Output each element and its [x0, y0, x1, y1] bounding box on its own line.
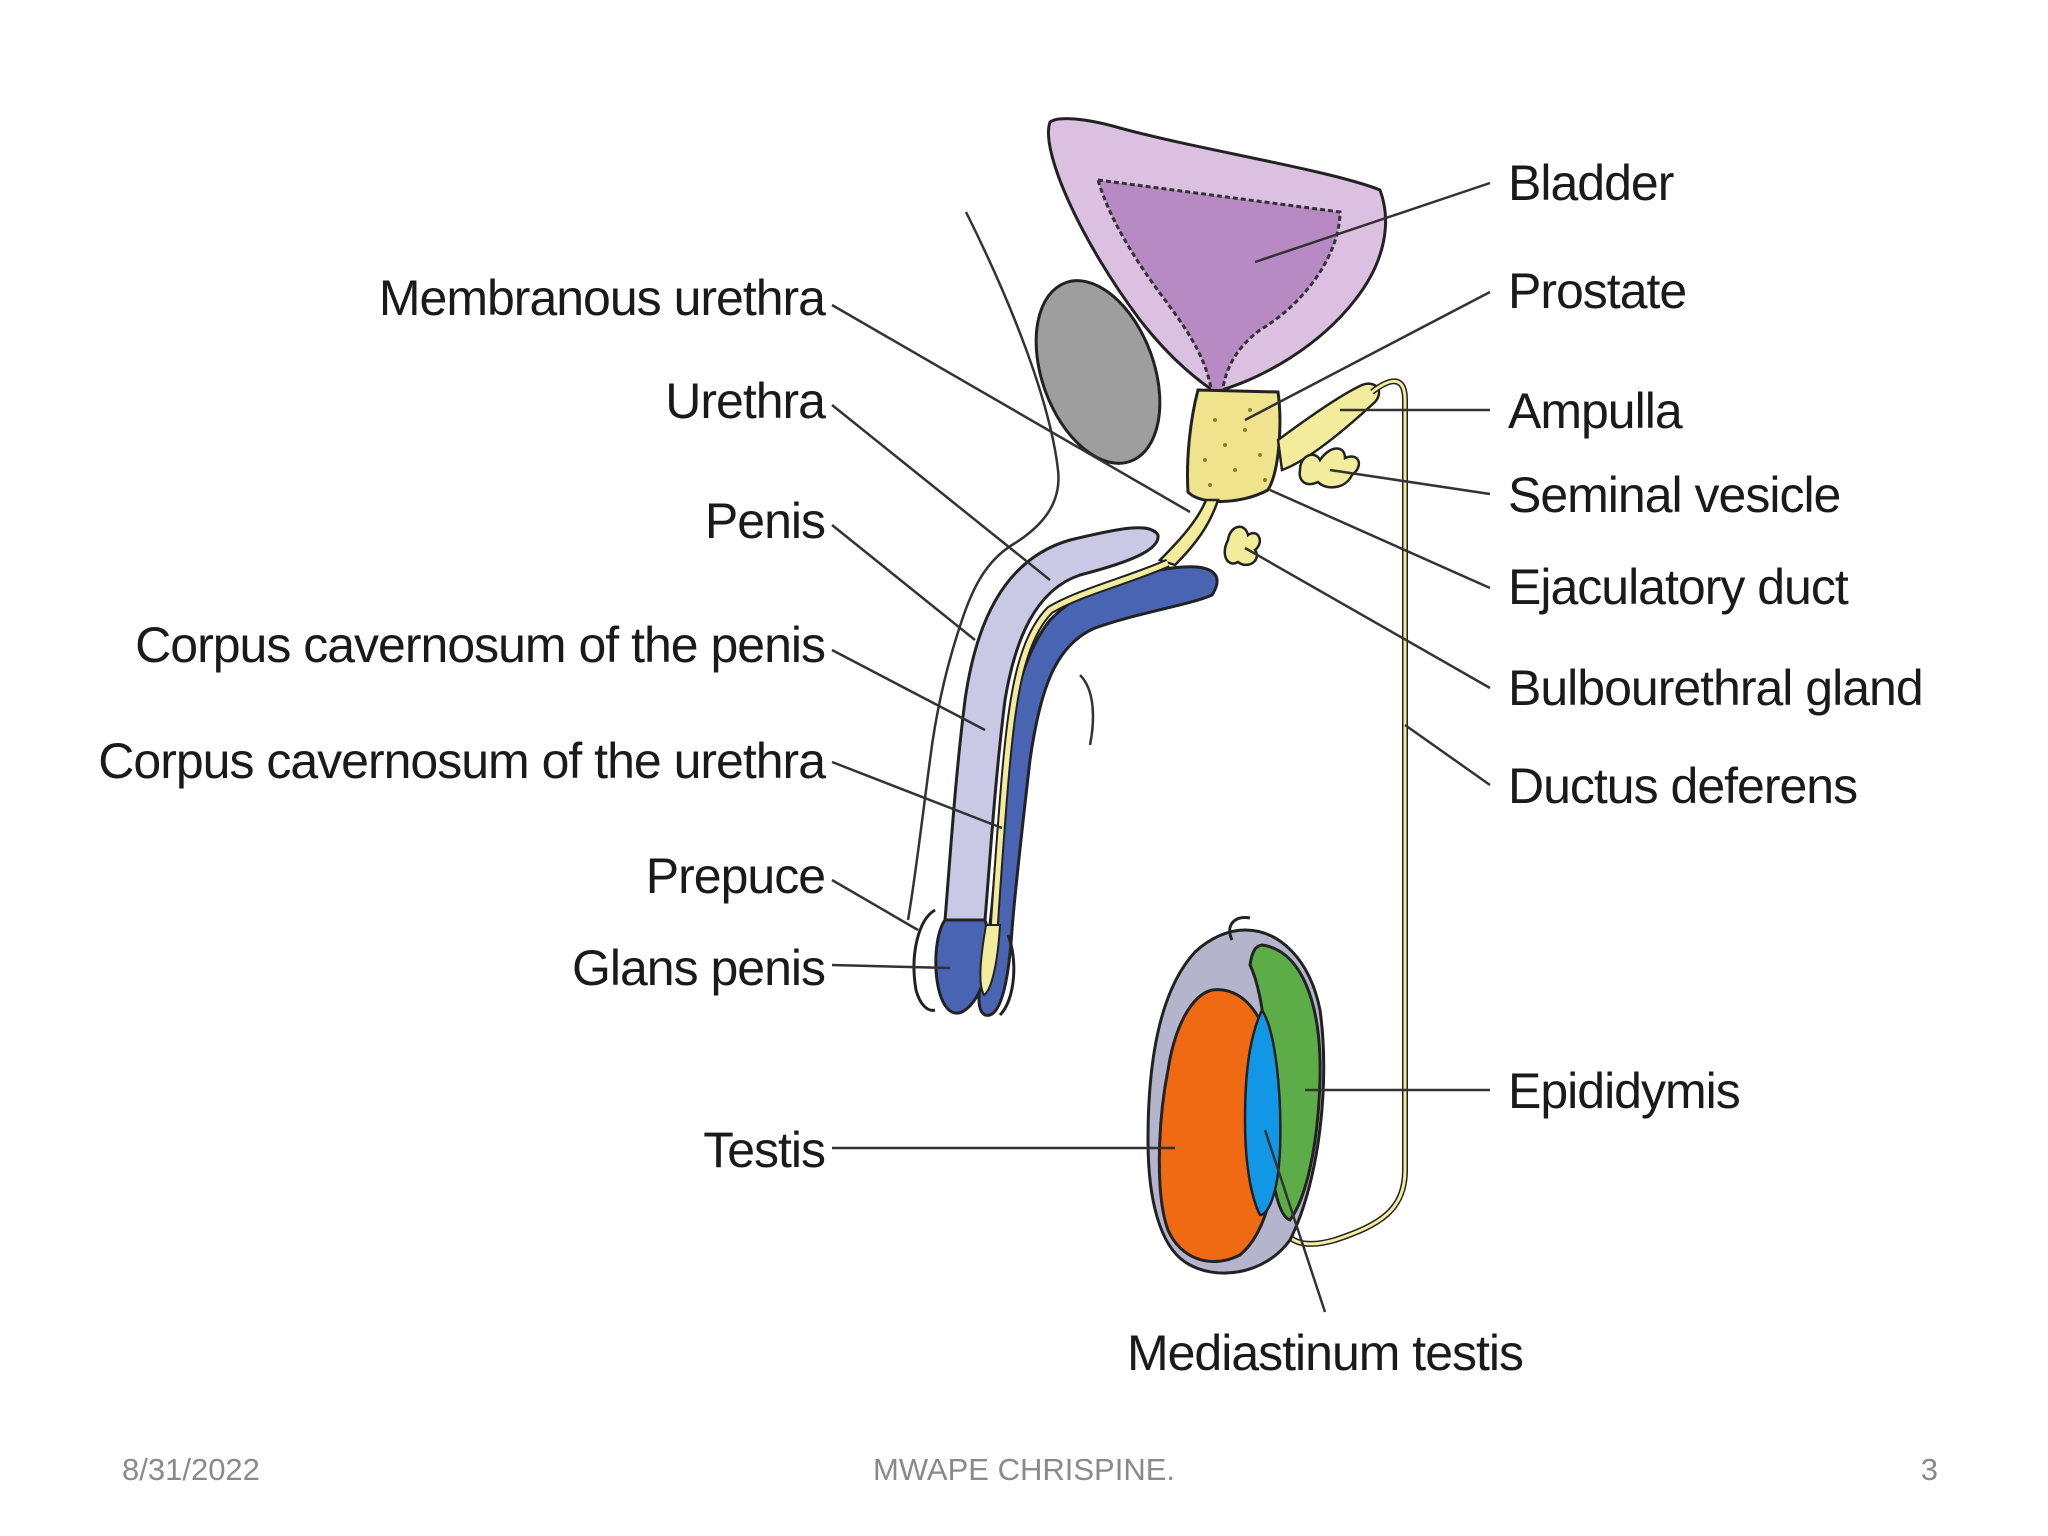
label-bladder: Bladder: [1508, 155, 1674, 211]
leader-penis: [831, 524, 976, 641]
label-ductus-deferens: Ductus deferens: [1508, 758, 1857, 814]
leader-seminal-vesicle: [1329, 468, 1491, 496]
leader-ejaculatory-duct: [1269, 488, 1491, 590]
prostate-texture: [1203, 408, 1267, 487]
leader-bladder: [1254, 181, 1491, 264]
leader-mediastinum-testis: [1263, 1129, 1327, 1313]
label-prostate: Prostate: [1508, 263, 1686, 319]
label-glans-penis: Glans penis: [572, 940, 825, 996]
label-membranous-urethra: Membranous urethra: [379, 270, 826, 326]
leader-bulbourethral-gland: [1244, 546, 1491, 690]
leader-glans-penis: [831, 963, 951, 970]
scrotal-contour: [1079, 674, 1095, 746]
epididymis-shape: [1248, 943, 1322, 1222]
ductus-deferens-fill: [1278, 379, 1407, 1246]
mediastinum-testis-shape: [1243, 1007, 1282, 1217]
footer-date: 8/31/2022: [122, 1452, 260, 1487]
label-urethra: Urethra: [665, 373, 826, 429]
bulbourethral-gland: [1223, 525, 1262, 567]
body-contour: [906, 211, 1060, 921]
leader-prepuce: [831, 878, 919, 932]
label-corpus-cavernosum-urethra: Corpus cavernosum of the urethra: [98, 733, 826, 789]
spermatic-cord-top: [1228, 915, 1251, 941]
seminal-vesicle: [1298, 447, 1361, 489]
footer-author: MWAPE CHRISPINE.: [873, 1452, 1175, 1487]
leader-corpus-cavernosum-penis: [831, 648, 986, 732]
label-testis: Testis: [703, 1122, 825, 1178]
label-seminal-vesicle: Seminal vesicle: [1508, 467, 1840, 523]
footer-page-number: 3: [1920, 1452, 1938, 1487]
leader-ductus-deferens: [1404, 723, 1491, 787]
label-mediastinum-testis: Mediastinum testis: [1127, 1325, 1523, 1381]
label-prepuce: Prepuce: [646, 848, 825, 904]
prepuce-fold: [998, 934, 1016, 1017]
label-epididymis: Epididymis: [1508, 1063, 1740, 1119]
urethral-meatus: [979, 924, 1002, 997]
leader-prostate: [1244, 290, 1491, 422]
label-corpus-cavernosum-penis: Corpus cavernosum of the penis: [135, 617, 825, 673]
leader-membranous-urethra: [831, 303, 1191, 514]
leader-urethra: [831, 404, 1051, 581]
label-ampulla: Ampulla: [1508, 383, 1683, 439]
label-ejaculatory-duct: Ejaculatory duct: [1508, 559, 1849, 615]
penile-urethra-fill: [991, 560, 1170, 931]
corpus-cavernosum-penis-shape: [943, 526, 1160, 922]
label-penis: Penis: [705, 493, 825, 549]
membranous-urethra: [1157, 498, 1220, 567]
pubic-bone: [1034, 279, 1162, 465]
prepuce-shape: [912, 908, 936, 1012]
leader-corpus-cavernosum-urethra: [831, 760, 1003, 830]
prostate-gland: [1185, 388, 1282, 503]
label-bulbourethral-gland: Bulbourethral gland: [1508, 660, 1923, 716]
